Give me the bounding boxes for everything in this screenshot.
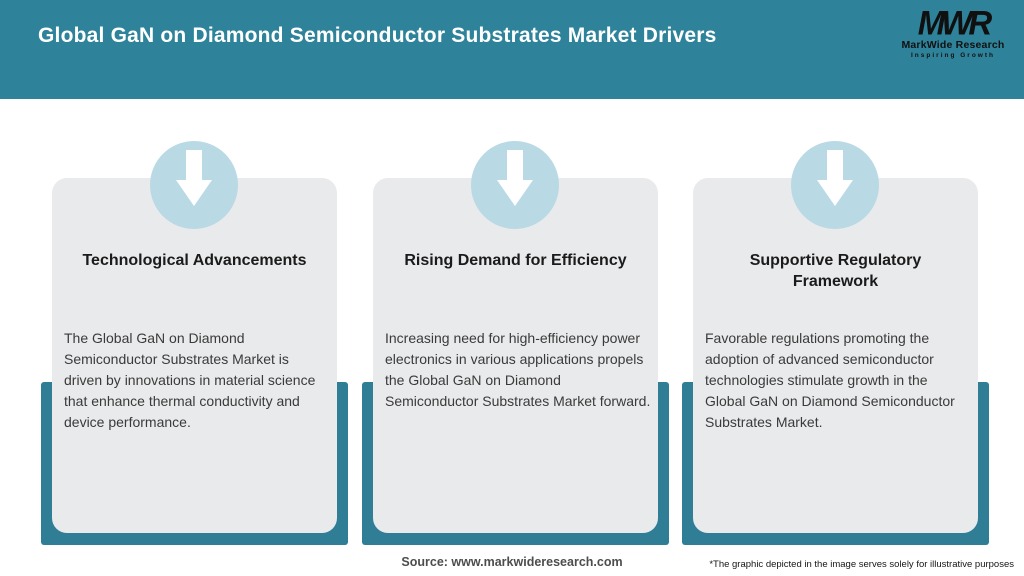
card-heading: Supportive Regulatory Framework bbox=[749, 252, 922, 290]
driver-card-1: Technological Advancements The Global Ga… bbox=[41, 141, 348, 545]
logo-name: MarkWide Research bbox=[901, 39, 1005, 51]
card-heading: Rising Demand for Efficiency bbox=[404, 252, 627, 269]
logo-mark: MWR bbox=[917, 3, 992, 42]
card-surface: Technological Advancements The Global Ga… bbox=[52, 178, 337, 533]
card-surface: Supportive Regulatory Framework Favorabl… bbox=[693, 178, 978, 533]
driver-card-2: Rising Demand for Efficiency Increasing … bbox=[362, 141, 669, 545]
source-text: Source: www.markwideresearch.com bbox=[401, 555, 623, 569]
page-title: Global GaN on Diamond Semiconductor Subs… bbox=[38, 24, 717, 47]
card-heading: Technological Advancements bbox=[82, 252, 307, 269]
arrow-down-icon bbox=[791, 141, 879, 229]
card-surface: Rising Demand for Efficiency Increasing … bbox=[373, 178, 658, 533]
logo-tagline: Inspiring Growth bbox=[911, 52, 995, 59]
brand-logo: MWR MarkWide Research Inspiring Growth bbox=[898, 3, 1008, 60]
arrow-down-icon bbox=[471, 141, 559, 229]
card-body-text: Increasing need for high-efficiency powe… bbox=[385, 330, 651, 409]
disclaimer-text: *The graphic depicted in the image serve… bbox=[709, 559, 1014, 570]
driver-card-3: Supportive Regulatory Framework Favorabl… bbox=[682, 141, 989, 545]
header-bar: Global GaN on Diamond Semiconductor Subs… bbox=[0, 0, 1024, 99]
card-body-text: The Global GaN on Diamond Semiconductor … bbox=[64, 330, 316, 430]
arrow-down-icon bbox=[150, 141, 238, 229]
card-body-text: Favorable regulations promoting the adop… bbox=[705, 330, 955, 430]
